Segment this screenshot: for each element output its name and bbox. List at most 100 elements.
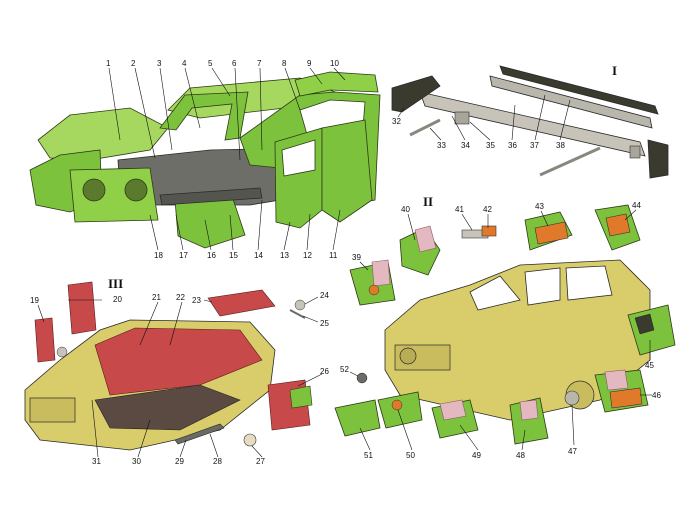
label-32: 32 <box>392 117 401 126</box>
part-47 <box>564 390 580 406</box>
label-17: 17 <box>179 251 188 260</box>
part-27 <box>243 433 257 447</box>
interior-panels <box>94 327 263 396</box>
label-20: 20 <box>113 295 122 304</box>
label-6: 6 <box>232 59 237 68</box>
bumper-bracket <box>454 111 470 125</box>
label-45: 45 <box>645 361 654 370</box>
label-5: 5 <box>208 59 213 68</box>
label-44: 44 <box>632 201 641 210</box>
part-40-pink <box>414 225 437 253</box>
label-52: 52 <box>340 365 349 374</box>
label-39: 39 <box>352 253 361 262</box>
part-52 <box>356 372 368 384</box>
label-26: 26 <box>320 367 329 376</box>
label-35: 35 <box>486 141 495 150</box>
label-48: 48 <box>516 451 525 460</box>
interior-trim-view: III 20 <box>24 276 329 466</box>
label-14: 14 <box>254 251 263 260</box>
label-13: 13 <box>280 251 289 260</box>
label-27: 27 <box>256 457 265 466</box>
label-7: 7 <box>257 59 262 68</box>
section-II-label: II <box>423 194 433 209</box>
bumper-bolt <box>409 118 441 137</box>
label-22: 22 <box>176 293 185 302</box>
label-47: 47 <box>568 447 577 456</box>
part-20 <box>67 281 97 335</box>
part-26-green <box>289 385 313 409</box>
rear-roof-rail <box>294 71 379 97</box>
part-23 <box>207 289 276 317</box>
label-9: 9 <box>307 59 312 68</box>
section-III-label: III <box>108 276 123 291</box>
label-38: 38 <box>556 141 565 150</box>
headlight-right-icon <box>124 178 148 202</box>
part-28-29-sill <box>174 423 225 445</box>
label-51: 51 <box>364 451 373 460</box>
part-25-screw <box>289 309 306 319</box>
section-I-label: I <box>612 63 617 78</box>
label-41: 41 <box>455 205 464 214</box>
body-shell-exploded-view <box>29 71 381 249</box>
bumper-end-right <box>647 139 669 179</box>
side-window-2 <box>565 265 613 301</box>
bumper-bracket-right <box>629 145 641 159</box>
label-40: 40 <box>401 205 410 214</box>
hood-panel <box>37 107 169 161</box>
body-sealing-view: II <box>334 194 676 460</box>
label-23: 23 <box>192 296 201 305</box>
part-46-orange <box>609 387 643 409</box>
part-39-cap <box>368 284 380 296</box>
part-19 <box>34 317 56 363</box>
label-30: 30 <box>132 457 141 466</box>
label-25: 25 <box>320 319 329 328</box>
side-window-1 <box>524 267 561 306</box>
windshield-frame <box>159 91 249 141</box>
label-4: 4 <box>182 59 187 68</box>
label-10: 10 <box>330 59 339 68</box>
label-29: 29 <box>175 457 184 466</box>
headlight-left-icon <box>82 178 106 202</box>
bumper-top-strip <box>499 65 659 115</box>
label-8: 8 <box>282 59 287 68</box>
part-24 <box>294 299 306 311</box>
rear-door <box>321 119 373 223</box>
label-15: 15 <box>229 251 238 260</box>
headlight-icon <box>399 347 417 365</box>
floor-mat <box>94 384 241 431</box>
label-42: 42 <box>483 205 492 214</box>
part-46-pink <box>604 369 629 391</box>
label-18: 18 <box>154 251 163 260</box>
bumper-end-left <box>391 75 441 113</box>
front-grille-interior <box>29 397 76 423</box>
bumper-reinforcement <box>489 75 653 129</box>
part-50 <box>377 391 423 429</box>
label-36: 36 <box>508 141 517 150</box>
part-51 <box>334 399 381 437</box>
bumper-assembly: I 32 33 34 35 36 37 38 <box>391 63 669 179</box>
label-3: 3 <box>157 59 162 68</box>
part-45-dark <box>634 313 655 335</box>
part-42 <box>481 225 497 237</box>
label-34: 34 <box>461 141 470 150</box>
part-50-cap <box>391 399 403 411</box>
label-43: 43 <box>535 202 544 211</box>
label-33: 33 <box>437 141 446 150</box>
label-12: 12 <box>303 251 312 260</box>
floor-crossmember <box>159 187 263 206</box>
part-48 <box>509 397 549 445</box>
label-31: 31 <box>92 457 101 466</box>
label-37: 37 <box>530 141 539 150</box>
bumper-bar <box>419 91 646 157</box>
label-24: 24 <box>320 291 329 300</box>
label-21: 21 <box>152 293 161 302</box>
label-11: 11 <box>329 251 338 260</box>
label-50: 50 <box>406 451 415 460</box>
part-49-pink <box>439 399 467 421</box>
label-46: 46 <box>652 391 661 400</box>
label-2: 2 <box>131 59 136 68</box>
labels-shell: 1 2 3 4 5 6 7 8 9 10 11 12 13 14 15 16 1… <box>106 59 346 260</box>
label-19: 19 <box>30 296 39 305</box>
part-19-cap <box>56 346 68 358</box>
